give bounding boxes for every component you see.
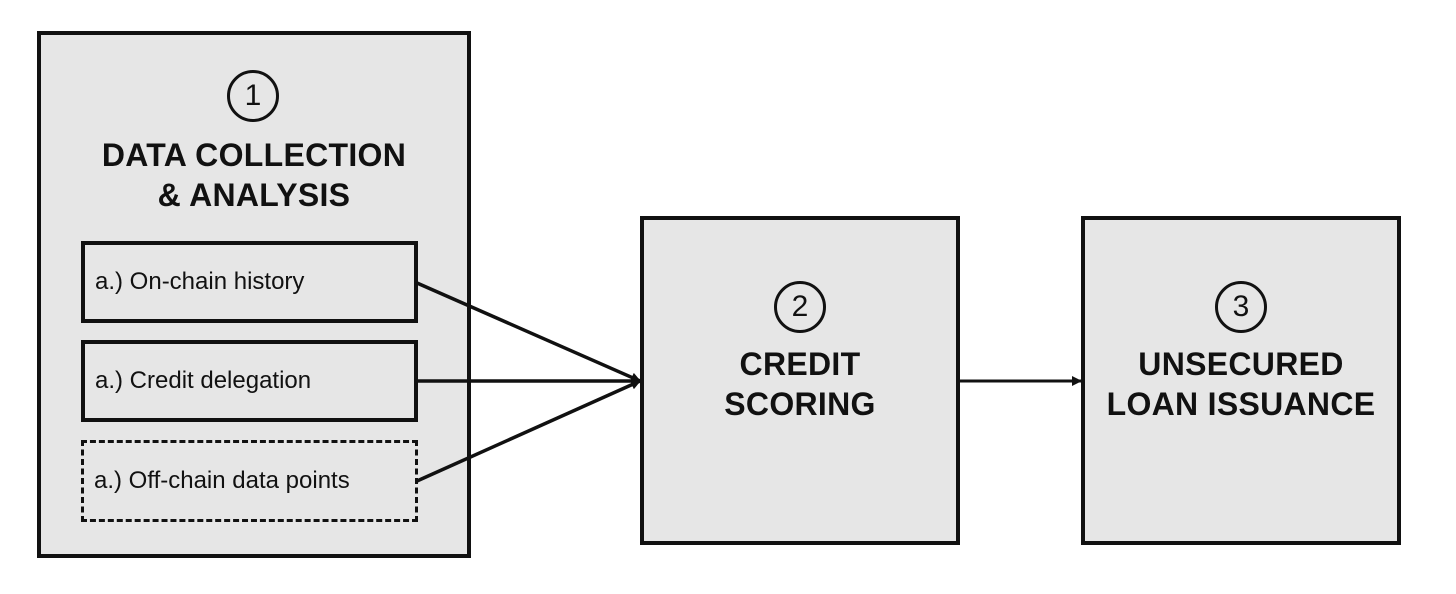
stage-title-line: CREDIT: [739, 346, 861, 382]
stage-title-line: UNSECURED: [1138, 346, 1344, 382]
source-credit-delegation-box: a.) Credit delegation: [81, 340, 418, 422]
step-number-1-badge: 1: [227, 70, 279, 122]
stage-loan-issuance-box: 3 UNSECURED LOAN ISSUANCE: [1081, 216, 1401, 545]
stage-credit-scoring-title: CREDIT SCORING: [644, 344, 956, 424]
step-number-2-badge: 2: [774, 281, 826, 333]
source-on-chain-history-box: a.) On-chain history: [81, 241, 418, 323]
stage-loan-issuance-title: UNSECURED LOAN ISSUANCE: [1085, 344, 1397, 424]
step-number-3-badge: 3: [1215, 281, 1267, 333]
stage-title-line: LOAN ISSUANCE: [1106, 386, 1376, 422]
stage-title-line: DATA COLLECTION: [101, 137, 407, 173]
stage-data-collection-box: 1 DATA COLLECTION & ANALYSIS a.) On-chai…: [37, 31, 471, 558]
stage-data-collection-title: DATA COLLECTION & ANALYSIS: [41, 135, 467, 215]
source-off-chain-data-box: a.) Off-chain data points: [81, 440, 418, 522]
stage-title-line: & ANALYSIS: [157, 177, 351, 213]
stage-title-line: SCORING: [724, 386, 876, 422]
stage-credit-scoring-box: 2 CREDIT SCORING: [640, 216, 960, 545]
